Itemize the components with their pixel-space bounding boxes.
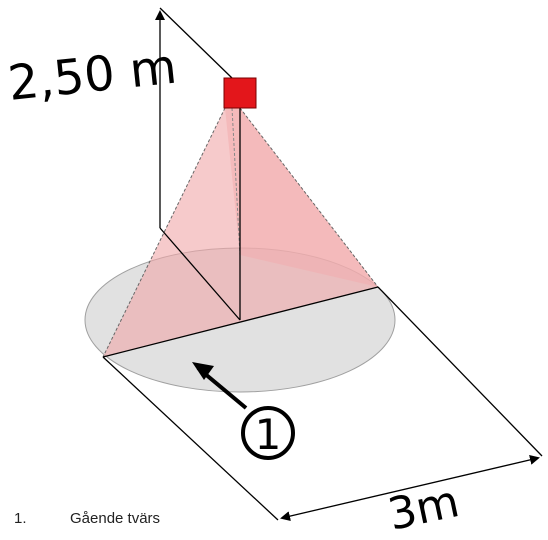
marker-circle xyxy=(241,406,295,460)
marker-number: 1 xyxy=(255,410,282,459)
width-dimension-arrow xyxy=(280,454,540,522)
cone-edge-right xyxy=(239,107,379,288)
walking-direction-arrowhead xyxy=(192,362,214,380)
height-reference-diagonal xyxy=(159,7,233,79)
cone-edge-left xyxy=(102,107,226,358)
width-extension-left xyxy=(102,356,279,521)
cone-edge-back xyxy=(231,107,241,256)
width-extension-right xyxy=(377,286,543,457)
floor-diameter-line xyxy=(102,286,379,358)
legend-item-number: 1. xyxy=(14,510,27,527)
legend-item-label: Gående tvärs xyxy=(70,510,161,527)
height-label: 2,50 m xyxy=(5,39,179,112)
height-base-line xyxy=(159,227,241,321)
legend-item: 1. Gående tvärs xyxy=(14,510,160,527)
width-label: 3m xyxy=(384,476,464,540)
motion-sensor xyxy=(223,77,257,109)
